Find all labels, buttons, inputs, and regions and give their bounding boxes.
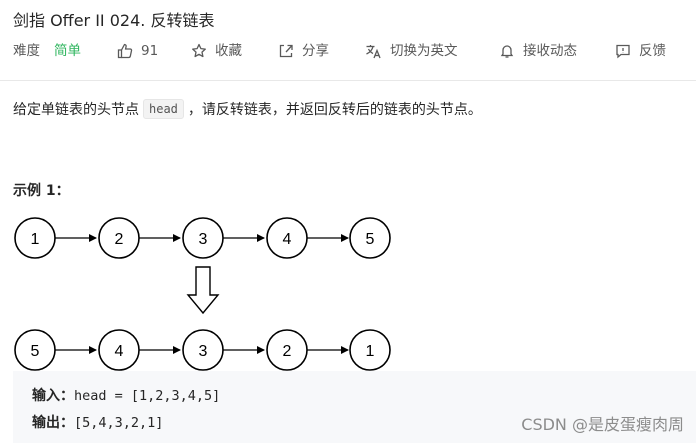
svg-text:4: 4: [115, 343, 124, 360]
svg-text:1: 1: [31, 231, 40, 248]
svg-text:3: 3: [199, 231, 208, 248]
top-node-5: 5: [349, 217, 391, 259]
bottom-node-2: 4: [98, 329, 140, 371]
feedback-icon: [615, 43, 631, 59]
csdn-watermark: CSDN @是皮蛋瘦肉周: [521, 415, 684, 434]
svg-text:1: 1: [366, 343, 375, 360]
inline-code-head: head: [143, 99, 184, 119]
output-value: [5,4,3,2,1]: [74, 415, 164, 431]
bottom-node-4: 2: [266, 329, 308, 371]
top-node-1: 1: [14, 217, 56, 259]
translate-icon: [365, 43, 382, 59]
header-divider: [0, 80, 696, 81]
star-icon: [191, 43, 207, 59]
thumbs-up-icon: [117, 43, 133, 59]
svg-text:2: 2: [115, 231, 124, 248]
bell-icon: [499, 43, 515, 59]
favorite-button[interactable]: 收藏: [191, 40, 242, 62]
share-icon: [278, 43, 294, 59]
description-text-after: ，请反转链表，并返回反转后的链表的头节点。: [187, 102, 482, 118]
difficulty: 难度 简单: [13, 40, 81, 62]
description-text-before: 给定单链表的头节点: [13, 102, 139, 118]
translate-label: 切换为英文: [390, 43, 458, 59]
down-arrow-icon: [186, 266, 220, 315]
translate-button[interactable]: 切换为英文: [365, 40, 458, 62]
bottom-node-1: 5: [14, 329, 56, 371]
favorite-label: 收藏: [215, 43, 242, 59]
example-input-line: 输入：head = [1,2,3,4,5]: [32, 385, 220, 405]
input-label: 输入：: [32, 388, 74, 404]
svg-text:2: 2: [283, 343, 292, 360]
like-count: 91: [141, 43, 159, 59]
top-node-2: 2: [98, 217, 140, 259]
output-label: 输出：: [32, 415, 74, 431]
example-output-line: 输出：[5,4,3,2,1]: [32, 412, 163, 432]
top-node-4: 4: [266, 217, 308, 259]
linked-list-diagram: 1 2 3 4 5 5 4: [14, 217, 391, 371]
share-label: 分享: [302, 43, 329, 59]
bottom-node-3: 3: [182, 329, 224, 371]
meta-toolbar: 难度 简单 91 收藏: [13, 40, 693, 62]
feedback-button[interactable]: 反馈: [615, 40, 666, 62]
bottom-node-5: 1: [349, 329, 391, 371]
top-node-3: 3: [182, 217, 224, 259]
difficulty-value: 简单: [54, 43, 81, 59]
notify-button[interactable]: 接收动态: [499, 40, 577, 62]
example-title: 示例 1：: [13, 183, 70, 199]
difficulty-label: 难度: [13, 43, 40, 59]
svg-text:5: 5: [366, 231, 375, 248]
notify-label: 接收动态: [523, 43, 577, 59]
svg-text:3: 3: [199, 343, 208, 360]
feedback-label: 反馈: [639, 43, 666, 59]
svg-text:4: 4: [283, 231, 292, 248]
svg-text:5: 5: [31, 343, 40, 360]
problem-title: 剑指 Offer II 024. 反转链表: [13, 11, 215, 30]
like-button[interactable]: 91: [117, 40, 158, 62]
share-button[interactable]: 分享: [278, 40, 329, 62]
input-value: head = [1,2,3,4,5]: [74, 388, 221, 404]
example-code-block: 输入：head = [1,2,3,4,5] 输出：[5,4,3,2,1]: [13, 371, 696, 443]
